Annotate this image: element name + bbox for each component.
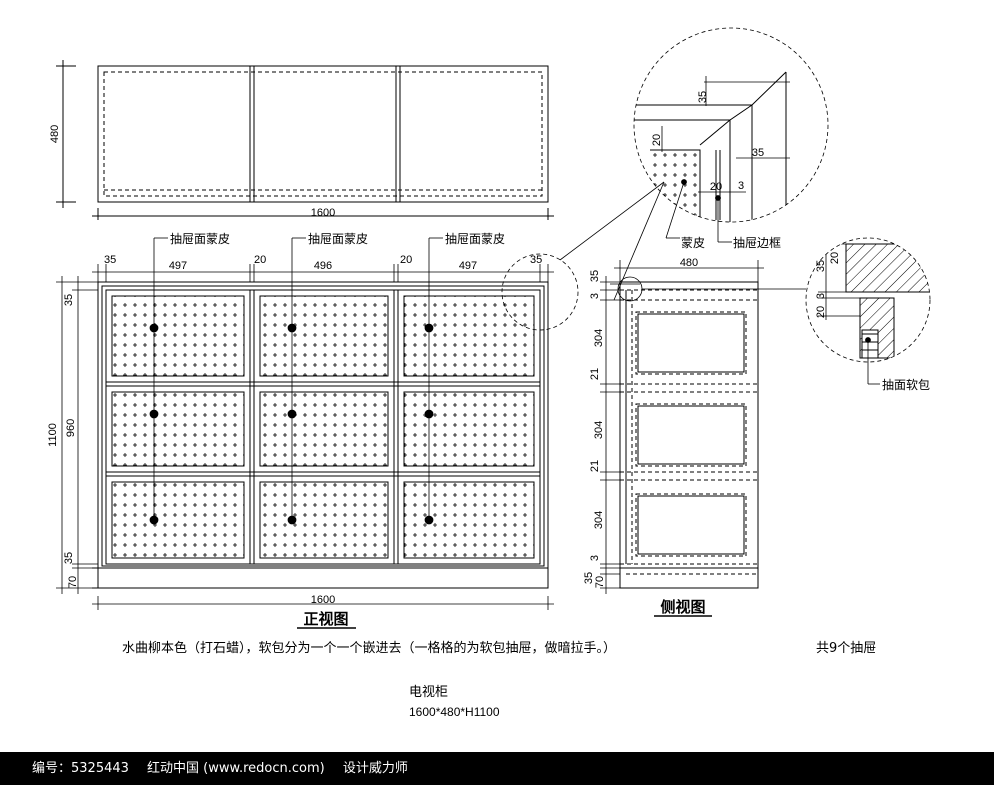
side-dim-21-a: 21 [589, 368, 601, 380]
side-dim-304-b: 304 [593, 421, 605, 439]
side-detail-label-soft: 抽面软包 [882, 378, 930, 392]
front-left-dims [56, 276, 98, 594]
side-dim-304-c: 304 [593, 511, 605, 529]
side-detail-dim-20-b: 20 [815, 306, 827, 318]
corner-label-skin: 蒙皮 [681, 236, 705, 250]
side-detail-dim-20-a: 20 [829, 252, 841, 264]
drawer-leaders [149, 237, 443, 525]
front-view [92, 281, 549, 589]
front-dim-497-b: 497 [459, 260, 477, 272]
side-dim-3-bottom: 3 [589, 555, 601, 561]
side-detail [805, 237, 931, 385]
footer-site-link[interactable]: 红动中国 (www.redocn.com) [147, 761, 325, 776]
side-detail-dim-35: 35 [815, 260, 827, 272]
front-dim-496: 496 [314, 260, 332, 272]
corner-dim-35-h: 35 [752, 147, 764, 159]
side-dim-70: 70 [594, 576, 606, 588]
product-size: 1600*480*H1100 [409, 705, 500, 719]
top-view [56, 60, 554, 220]
top-view-depth-dim: 480 [49, 125, 61, 143]
front-detail-marker [501, 253, 579, 331]
drawer-label-1: 抽屉面蒙皮 [170, 232, 230, 246]
front-dim-497-a: 497 [169, 260, 187, 272]
drawer-label-3: 抽屉面蒙皮 [445, 232, 505, 246]
side-detail-dim-3: 3 [815, 293, 827, 299]
drawer-label-2: 抽屉面蒙皮 [308, 232, 368, 246]
material-note: 水曲柳本色（打石蜡），软包分为一个一个嵌进去（一格格的为软包抽屉，做暗拉手。） [122, 640, 616, 656]
side-dim-depth: 480 [680, 257, 698, 269]
corner-dim-35-v: 35 [697, 91, 709, 103]
front-dim-width: 1600 [311, 594, 335, 606]
side-dim-21-b: 21 [589, 460, 601, 472]
front-bottom-dim [92, 596, 554, 610]
front-dim-960: 960 [65, 419, 77, 437]
drawer-grid [106, 290, 540, 564]
front-dim-35-bottom: 35 [63, 552, 75, 564]
side-view-title: 侧视图 [660, 598, 705, 616]
side-dim-304-a: 304 [593, 329, 605, 347]
side-left-dims [600, 276, 640, 594]
corner-label-frame: 抽屉边框 [733, 236, 781, 250]
footer-bar: 编号：5325443 红动中国 (www.redocn.com) 设计威力师 [0, 752, 994, 785]
drawer-count-note: 共9个抽屉 [816, 641, 876, 656]
corner-dim-20-b: 20 [710, 181, 722, 193]
footer-id: 编号：5325443 [32, 761, 129, 776]
front-dim-35-left: 35 [104, 254, 116, 266]
front-dim-20-a: 20 [254, 254, 266, 266]
cad-drawing: 1600 480 [47, 27, 931, 719]
corner-dim-3: 3 [738, 180, 744, 192]
product-name: 电视柜 [409, 685, 448, 700]
top-view-width-dim: 1600 [311, 207, 335, 219]
front-dim-20-b: 20 [400, 254, 412, 266]
side-dim-35-bottom: 35 [583, 572, 595, 584]
front-dim-height: 1100 [47, 423, 59, 447]
front-top-dims [92, 264, 554, 282]
drawer-panels [111, 295, 535, 559]
corner-dim-20: 20 [651, 134, 663, 146]
front-view-title: 正视图 [303, 610, 348, 628]
front-dim-35-right: 35 [530, 254, 542, 266]
front-dim-35-top: 35 [63, 294, 75, 306]
footer-slogan: 设计威力师 [342, 761, 408, 776]
front-dim-70: 70 [67, 576, 79, 588]
side-dim-3-top: 3 [589, 293, 601, 299]
side-dim-35-top: 35 [589, 270, 601, 282]
side-view [617, 276, 759, 589]
side-top-dim [614, 260, 764, 282]
